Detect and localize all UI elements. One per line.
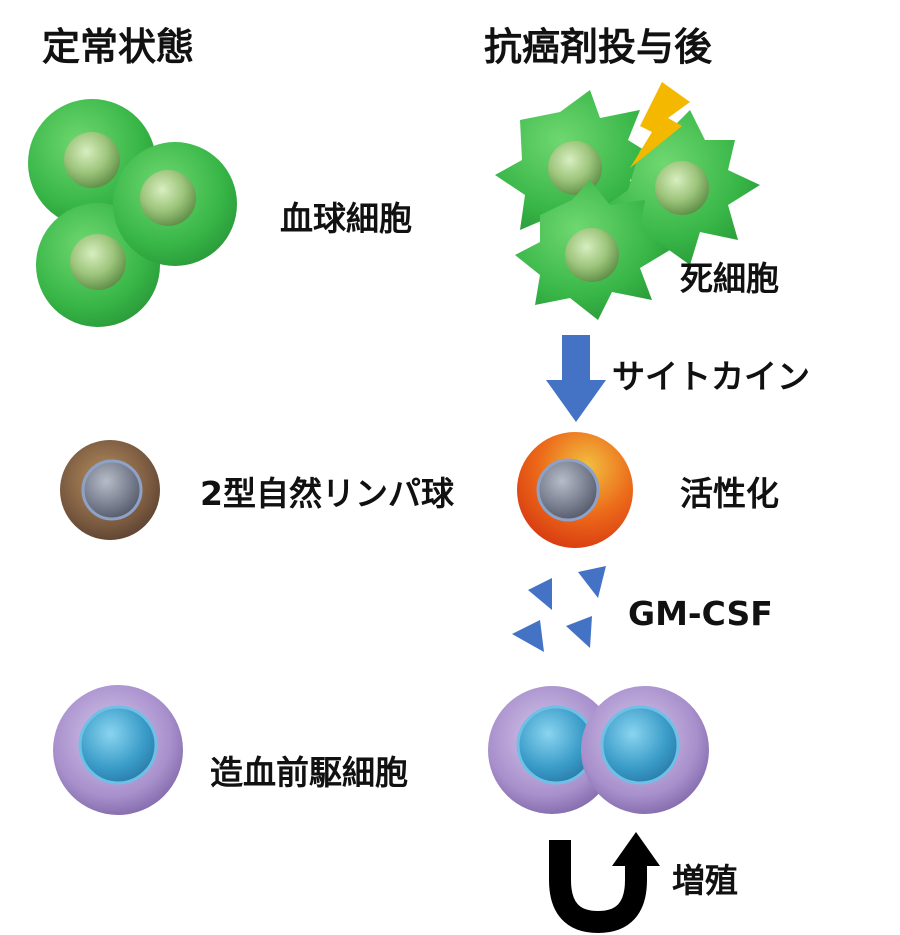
label-blood-cells: 血球細胞 (280, 199, 412, 238)
header-steady-state: 定常状態 (42, 25, 194, 69)
down-arrow-icon (546, 335, 606, 422)
progenitor-cell (53, 685, 183, 815)
gm-csf-triangle (578, 566, 606, 598)
dead-cell (515, 180, 670, 320)
label-ilc2: 2型自然リンパ球 (200, 474, 455, 513)
progenitor-cell (581, 686, 709, 814)
gm-csf-triangle (528, 578, 552, 610)
label-progenitor: 造血前駆細胞 (210, 753, 408, 792)
gm-csf-triangle (566, 616, 592, 648)
gm-csf-molecules (512, 566, 606, 652)
ilc2-resting-cell (60, 440, 160, 540)
ilc2-activated-cell (517, 432, 633, 548)
label-proliferation: 増殖 (672, 861, 738, 900)
dead-cells-cluster (495, 82, 760, 320)
proliferation-arrow-icon (549, 832, 660, 934)
label-activation: 活性化 (680, 474, 779, 513)
blood-cells-cluster (28, 99, 237, 327)
label-dead-cells: 死細胞 (680, 259, 779, 298)
blood-cell (113, 142, 237, 266)
label-gm-csf: GM-CSF (628, 594, 773, 633)
lightning-icon (630, 82, 690, 168)
label-cytokine: サイトカイン (612, 357, 810, 396)
proliferating-progenitor-cells (488, 686, 709, 814)
gm-csf-triangle (512, 620, 544, 652)
header-after-anticancer-drug: 抗癌剤投与後 (484, 25, 713, 69)
progenitor-cell (488, 686, 616, 814)
